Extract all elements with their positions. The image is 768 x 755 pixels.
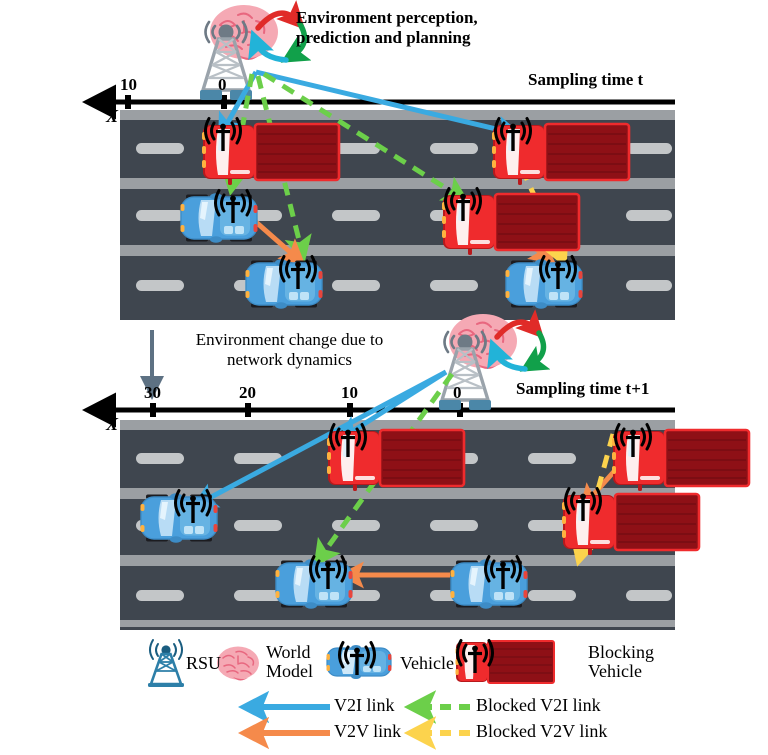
sampling-time-top-label: Sampling time t	[528, 70, 644, 89]
rsu-tower-icon	[146, 638, 186, 689]
legend-label-v2i: V2I link	[334, 695, 395, 715]
link-v2i-top-2	[255, 69, 523, 143]
legend-label-blocking-vehicle: Blocking Vehicle	[588, 642, 654, 681]
legend-label-vehicle: Vehicle	[400, 653, 454, 673]
sampling-time-bottom-label: Sampling time t+1	[516, 379, 650, 398]
axis-bottom-tick-10: 10	[341, 383, 358, 402]
brain-icon	[216, 645, 260, 682]
scene-bottom	[82, 309, 751, 630]
vehicle[interactable]	[244, 258, 324, 310]
legend-label-blocked-v2v: Blocked V2V link	[476, 721, 608, 741]
legend-divider	[120, 620, 675, 627]
vehicle[interactable]	[179, 192, 259, 244]
annotation-perception: Environment perception, prediction and p…	[296, 8, 478, 47]
truck-icon	[454, 640, 555, 684]
vehicle[interactable]	[504, 258, 584, 310]
scene-top	[82, 0, 675, 320]
vehicle[interactable]	[449, 558, 529, 610]
world-model-arrows-top	[248, 0, 312, 63]
axis-bottom-x-label: X	[106, 414, 119, 434]
axis-bottom-tick-20: 20	[239, 383, 256, 402]
axis-top-x-label: X	[106, 106, 119, 126]
legend-label-rsu: RSU	[186, 653, 222, 673]
world-model-arrows-bottom	[487, 309, 551, 372]
axis-bottom-tick-30: 30	[144, 383, 161, 402]
link-blocked-v2i-top-3	[262, 71, 470, 203]
axis-bottom	[82, 392, 675, 428]
legend-label-blocked-v2i: Blocked V2I link	[476, 695, 601, 715]
axis-bottom-tick-0: 0	[453, 383, 462, 402]
link-v2i-bottom-1	[191, 369, 448, 508]
axis-top-tick-10: 10	[120, 75, 137, 94]
legend-label-world-model: World Model	[266, 642, 313, 681]
axis-top-tick-0: 0	[218, 75, 227, 94]
legend-label-v2v: V2V link	[334, 721, 402, 741]
vehicle[interactable]	[139, 492, 219, 544]
vehicle[interactable]	[274, 558, 354, 610]
transition-note: Environment change due to network dynami…	[195, 330, 384, 370]
legend-link-swatches	[238, 690, 470, 750]
